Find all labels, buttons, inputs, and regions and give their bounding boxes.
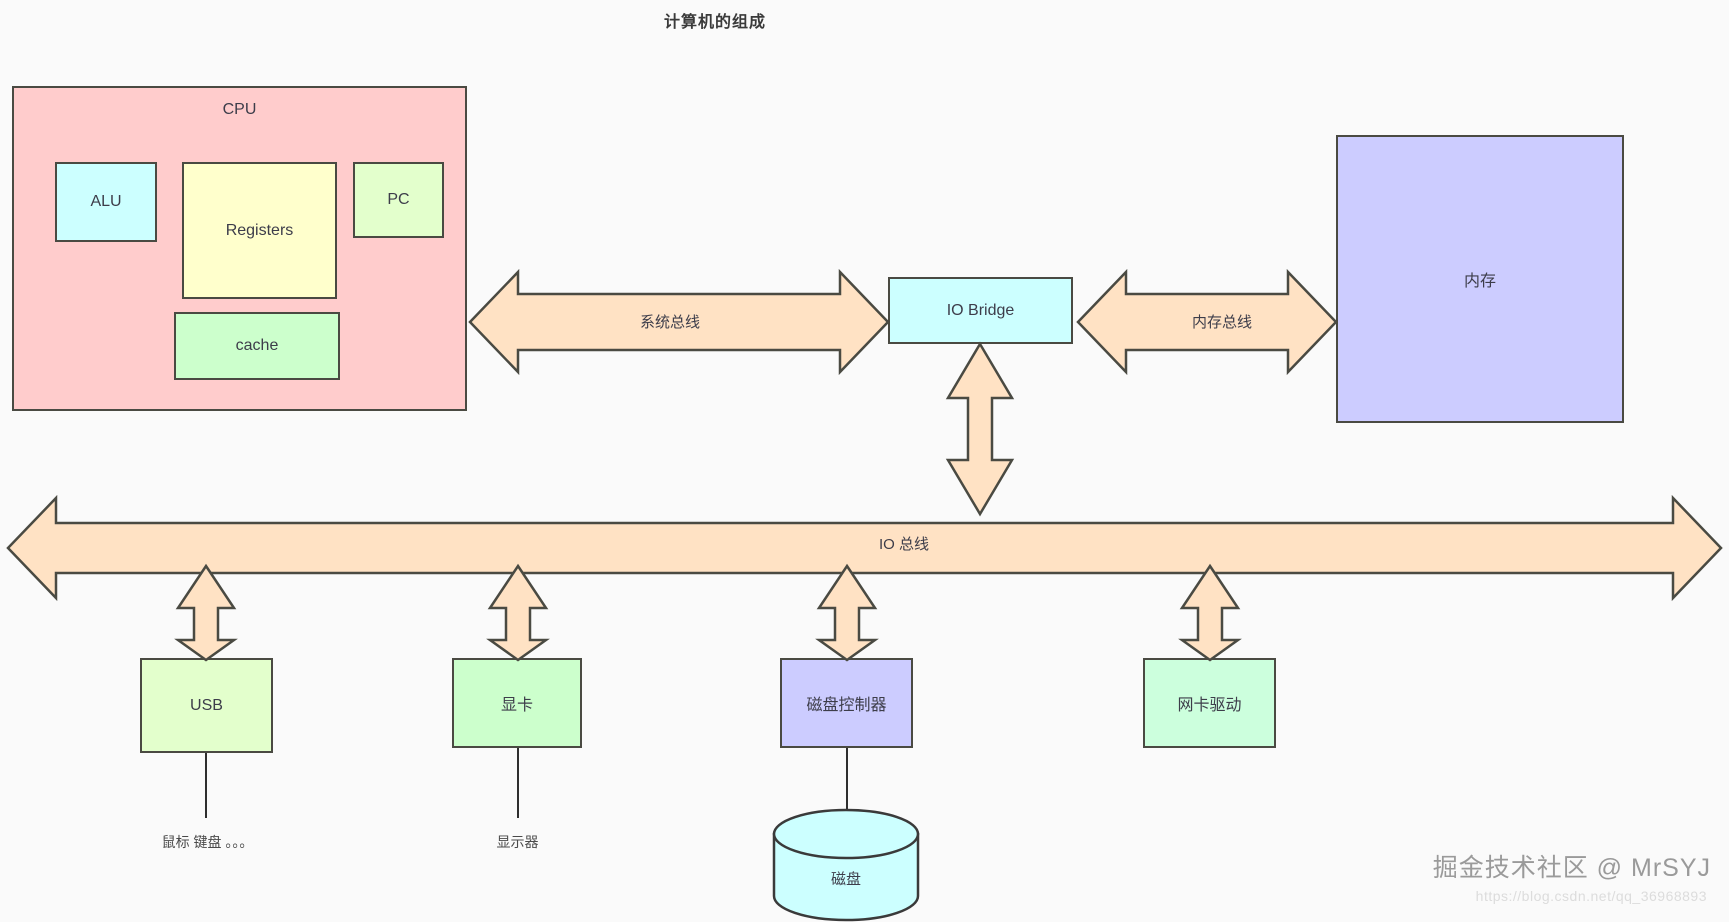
registers-label: Registers [225, 221, 294, 239]
pc-label: PC [387, 191, 410, 208]
alu-box: ALU [55, 162, 157, 242]
memory-bus-label: 内存总线 [1191, 314, 1252, 331]
usb-peripherals-label: 鼠标 键盘 。。。 [161, 834, 254, 850]
io-bridge-box: IO Bridge [888, 277, 1073, 344]
network-card-bus-arrow [1178, 563, 1242, 662]
cache-label: cache [235, 337, 279, 354]
io-bridge-to-bus-arrow [945, 341, 1015, 517]
io-bridge-label: IO Bridge [946, 301, 1015, 319]
cpu-label: CPU [222, 101, 257, 118]
watermark-url: https://blog.csdn.net/qq_36968893 [1475, 888, 1707, 904]
usb-bus-arrow [174, 563, 238, 662]
usb-label: USB [190, 696, 223, 714]
io-bus-label: IO 总线 [878, 536, 929, 553]
alu-label: ALU [90, 193, 122, 210]
network-card-label: 网卡驱动 [1177, 697, 1242, 714]
graphics-card-box: 显卡 [452, 658, 582, 748]
monitor-label: 显示器 [496, 834, 539, 850]
pc-box: PC [353, 162, 444, 238]
registers-box: Registers [182, 162, 337, 299]
page-title: 计算机的组成 [663, 14, 766, 31]
disk-label: 磁盘 [830, 871, 861, 888]
disk-controller-bus-arrow [815, 563, 879, 662]
usb-box: USB [140, 658, 273, 753]
disk-controller-label: 磁盘控制器 [806, 697, 887, 714]
disk-cylinder-icon [772, 808, 920, 922]
memory-label: 内存 [1463, 273, 1496, 290]
system-bus-label: 系统总线 [639, 314, 700, 331]
graphics-card-label: 显卡 [500, 697, 533, 714]
watermark-text: 掘金技术社区 @ MrSYJ [1432, 854, 1711, 882]
cache-box: cache [174, 312, 340, 380]
network-card-box: 网卡驱动 [1143, 658, 1276, 748]
disk-controller-box: 磁盘控制器 [780, 658, 913, 748]
memory-box: 内存 [1336, 135, 1624, 423]
graphics-card-bus-arrow [486, 563, 550, 662]
